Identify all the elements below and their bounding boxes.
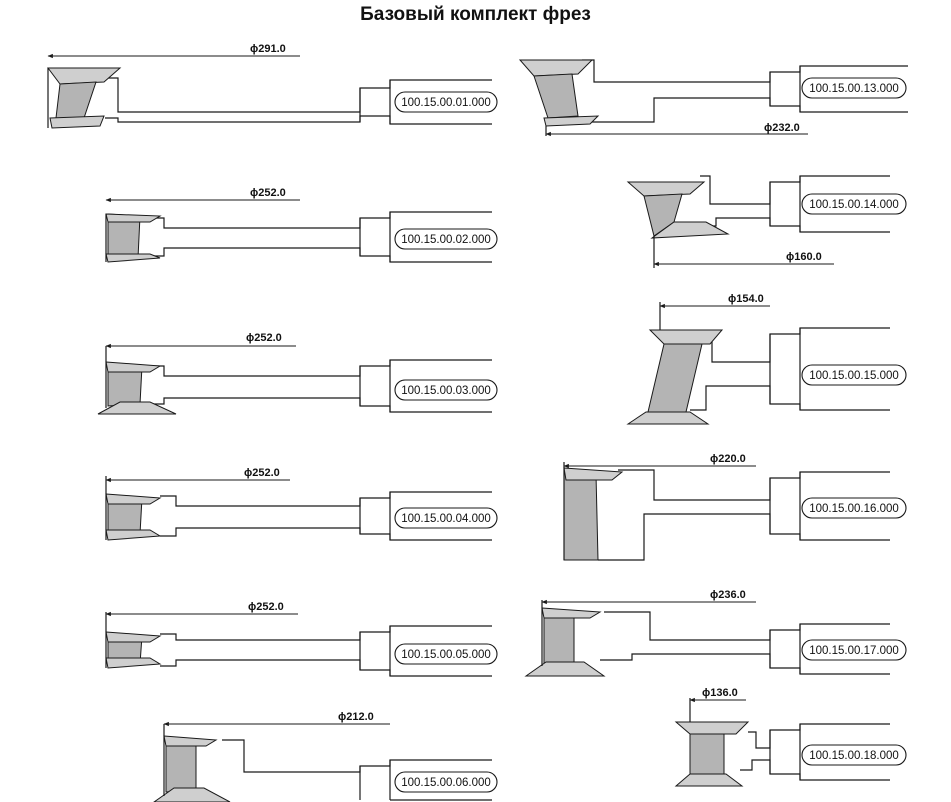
part-code: 100.15.00.16.000 — [809, 503, 899, 515]
diameter-label: ϕ232.0 — [764, 122, 800, 134]
cutter-01: ϕ291.0 100.15.00.01.000 — [47, 43, 498, 129]
part-code: 100.15.00.02.000 — [401, 234, 491, 246]
part-code: 100.15.00.04.000 — [401, 513, 491, 525]
diameter-label: ϕ160.0 — [786, 251, 822, 263]
diameter-label: ϕ291.0 — [250, 43, 286, 55]
part-code: 100.15.00.01.000 — [401, 97, 491, 109]
diameter-label: ϕ252.0 — [244, 467, 280, 479]
part-code: 100.15.00.17.000 — [809, 645, 899, 657]
cutter-14: ϕ160.0 100.15.00.14.000 — [626, 175, 907, 268]
part-code: 100.15.00.05.000 — [401, 649, 491, 661]
part-code: 100.15.00.14.000 — [809, 199, 899, 211]
diameter-label: ϕ220.0 — [710, 453, 746, 465]
cutter-05: ϕ252.0 100.15.00.05.000 — [105, 601, 498, 677]
diameter-label: ϕ236.0 — [710, 589, 746, 601]
diameter-label: ϕ252.0 — [248, 601, 284, 613]
diameter-label: ϕ154.0 — [728, 293, 764, 305]
cutter-17: ϕ236.0 100.15.00.17.000 — [524, 589, 907, 677]
part-code: 100.15.00.15.000 — [809, 370, 899, 382]
cutter-04: ϕ252.0 100.15.00.04.000 — [105, 467, 498, 541]
part-code: 100.15.00.06.000 — [401, 777, 491, 789]
diameter-label: ϕ136.0 — [702, 687, 738, 699]
cutter-13: ϕ232.0 100.15.00.13.000 — [518, 59, 908, 137]
cutter-16: ϕ220.0 100.15.00.16.000 — [563, 453, 907, 561]
cutter-15: ϕ154.0 100.15.00.15.000 — [626, 293, 907, 425]
part-code: 100.15.00.13.000 — [809, 83, 899, 95]
diameter-label: ϕ252.0 — [250, 187, 286, 199]
part-code: 100.15.00.03.000 — [401, 385, 491, 397]
cutter-06: ϕ212.0 100.15.00.06.000 — [153, 711, 498, 802]
page-title: Базовый комплект фрез — [360, 4, 591, 25]
cutter-18: ϕ136.0 100.15.00.18.000 — [674, 687, 907, 787]
cutter-03: ϕ252.0 100.15.00.03.000 — [97, 332, 498, 415]
cutter-02: ϕ252.0 100.15.00.02.000 — [105, 187, 498, 263]
part-code: 100.15.00.18.000 — [809, 750, 899, 762]
diameter-label: ϕ252.0 — [246, 332, 282, 344]
diameter-label: ϕ212.0 — [338, 711, 374, 723]
